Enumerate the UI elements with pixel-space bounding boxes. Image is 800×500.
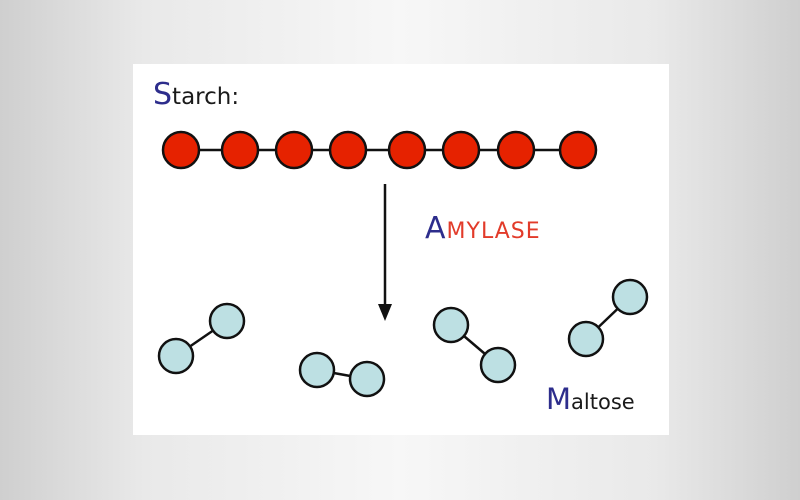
- amylase-label: AMYLASE: [425, 214, 541, 244]
- diagram-panel: Starch: AMYLASE Maltose: [133, 64, 669, 435]
- maltose-molecule: [157, 302, 246, 375]
- starch-glucose-unit: [220, 130, 260, 170]
- starch-glucose-unit: [161, 130, 201, 170]
- starch-chain: [161, 130, 598, 170]
- amylase-label-initial: A: [425, 211, 447, 246]
- starch-hydrolysis-diagram: [157, 130, 649, 398]
- starch-label-initial: S: [153, 77, 173, 112]
- maltose-molecule: [432, 306, 517, 384]
- starch-label: Starch:: [153, 80, 239, 110]
- starch-glucose-unit: [387, 130, 427, 170]
- maltose-label-text: altose: [571, 390, 635, 414]
- starch-glucose-unit: [441, 130, 481, 170]
- amylase-label-text: MYLASE: [446, 219, 541, 244]
- maltose-label-initial: M: [546, 382, 572, 416]
- starch-glucose-unit: [558, 130, 598, 170]
- starch-label-text: tarch:: [172, 84, 240, 110]
- starch-glucose-unit: [496, 130, 536, 170]
- maltose-label: Maltose: [546, 385, 635, 414]
- maltose-molecule: [567, 278, 649, 358]
- starch-glucose-unit: [328, 130, 368, 170]
- reaction-arrow: [378, 184, 392, 321]
- starch-glucose-unit: [274, 130, 314, 170]
- maltose-molecule: [298, 351, 386, 398]
